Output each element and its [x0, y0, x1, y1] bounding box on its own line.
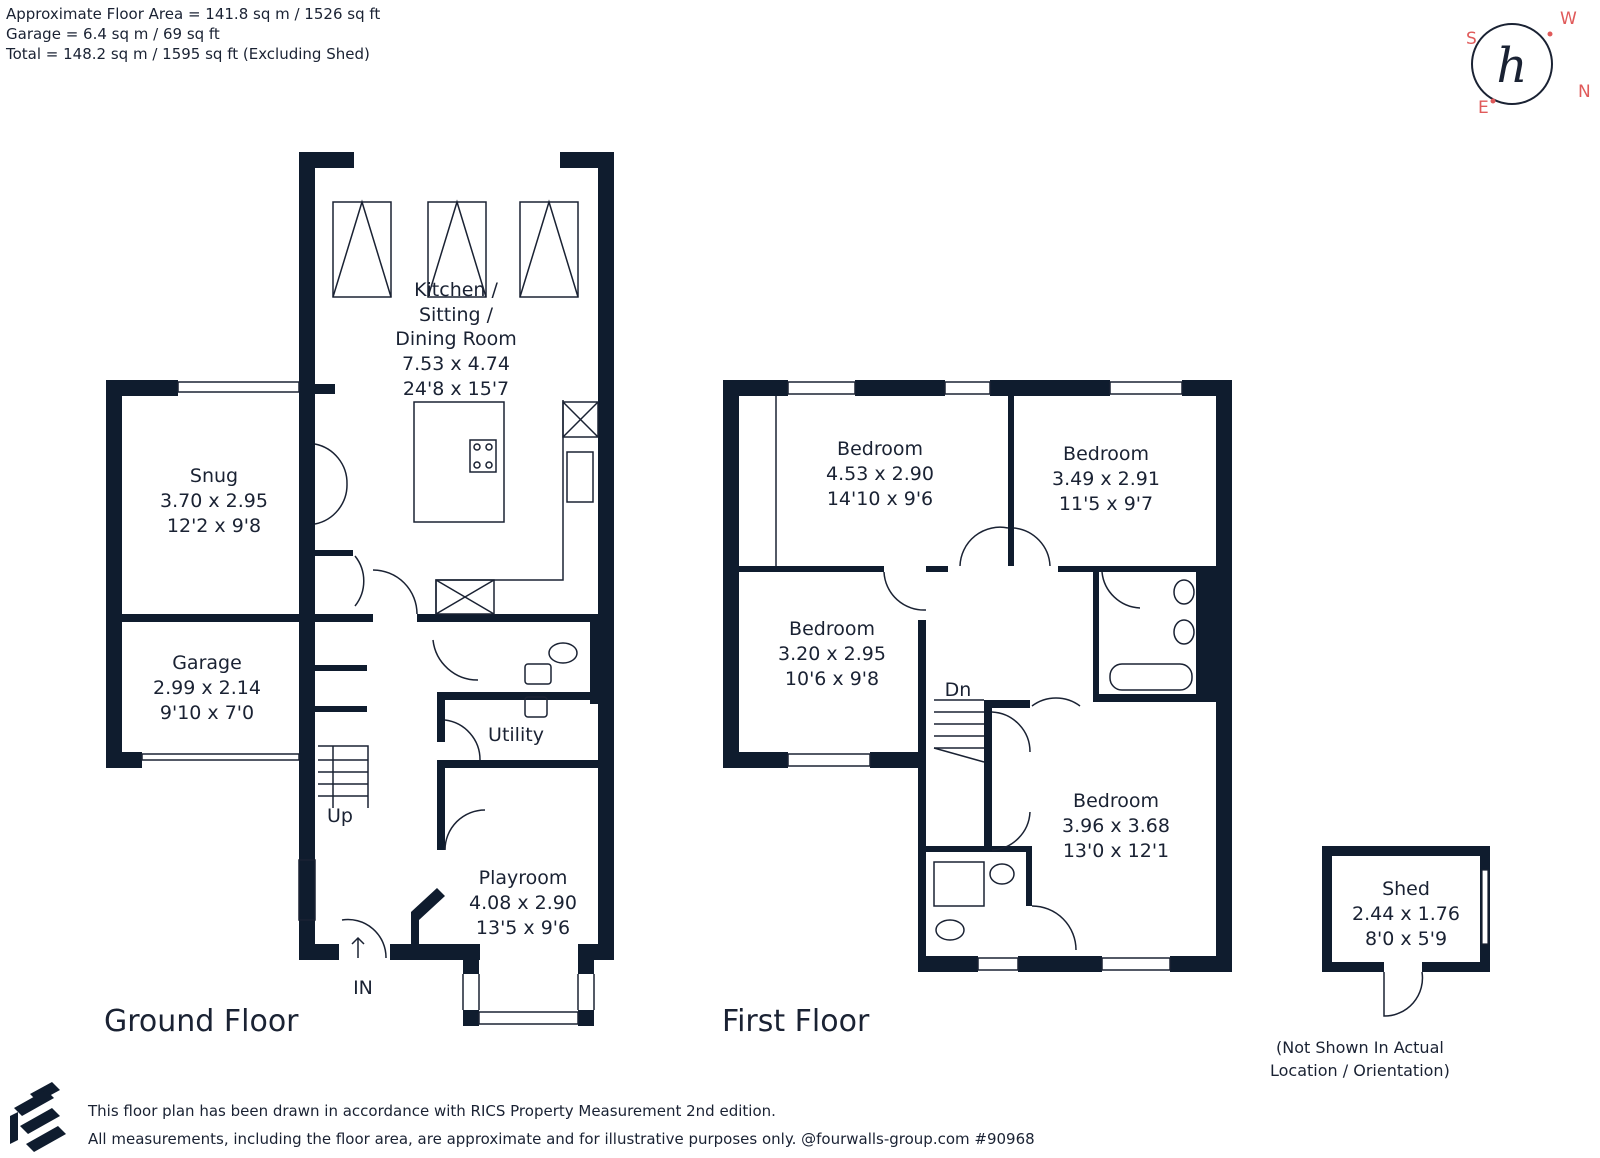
svg-text:9'10 x 7'0: 9'10 x 7'0 — [160, 702, 254, 724]
compass-south: S — [1466, 29, 1477, 49]
first-floor-fixtures — [775, 381, 1195, 971]
svg-text:Bedroom: Bedroom — [789, 618, 875, 640]
ground-floor-title: Ground Floor — [104, 1004, 299, 1039]
svg-text:Sitting /: Sitting / — [419, 304, 494, 326]
bedroom-3-label: Bedroom 3.20 x 2.95 10'6 x 9'8 — [778, 618, 886, 690]
garage-area-text: Garage = 6.4 sq m / 69 sq ft — [6, 25, 220, 43]
svg-text:7.53 x 4.74: 7.53 x 4.74 — [402, 353, 510, 375]
utility-label: Utility — [488, 724, 544, 746]
svg-text:Bedroom: Bedroom — [1073, 790, 1159, 812]
floor-area-summary: Approximate Floor Area = 141.8 sq m / 15… — [6, 4, 380, 64]
footer-disclaimer: All measurements, including the floor ar… — [88, 1130, 1035, 1148]
entrance-label: IN — [353, 977, 373, 999]
snug-label: Snug 3.70 x 2.95 12'2 x 9'8 — [160, 465, 268, 537]
svg-text:Bedroom: Bedroom — [1063, 443, 1149, 465]
svg-text:3.20 x 2.95: 3.20 x 2.95 — [778, 643, 886, 665]
ground-floor-walls — [106, 152, 614, 1026]
shed-note-line-2: Location / Orientation) — [1270, 1061, 1450, 1080]
svg-text:3.70 x 2.95: 3.70 x 2.95 — [160, 490, 268, 512]
svg-text:Garage: Garage — [172, 652, 242, 674]
compass-east: E — [1478, 98, 1489, 118]
shed-label: Shed 2.44 x 1.76 8'0 x 5'9 — [1352, 878, 1460, 950]
bedroom-2-label: Bedroom 3.49 x 2.91 11'5 x 9'7 — [1052, 443, 1160, 515]
svg-text:10'6 x 9'8: 10'6 x 9'8 — [785, 668, 879, 690]
svg-text:3.49 x 2.91: 3.49 x 2.91 — [1052, 468, 1160, 490]
svg-text:12'2 x 9'8: 12'2 x 9'8 — [167, 515, 261, 537]
playroom-label: Playroom 4.08 x 2.90 13'5 x 9'6 — [469, 867, 577, 939]
svg-text:11'5 x 9'7: 11'5 x 9'7 — [1059, 493, 1153, 515]
logo-letter: h — [1497, 38, 1528, 94]
svg-text:14'10 x 9'6: 14'10 x 9'6 — [827, 488, 933, 510]
stairs-down-label: Dn — [945, 679, 972, 701]
compass-logo: h S W E N — [1466, 9, 1591, 118]
shed-note: (Not Shown In Actual Location / Orientat… — [1270, 1036, 1450, 1082]
compass-north: N — [1578, 82, 1591, 102]
svg-text:8'0 x 5'9: 8'0 x 5'9 — [1365, 928, 1447, 950]
svg-text:2.44 x 1.76: 2.44 x 1.76 — [1352, 903, 1460, 925]
first-floor-title: First Floor — [722, 1004, 870, 1039]
kitchen-label: Kitchen / Sitting / Dining Room 7.53 x 4… — [395, 279, 516, 400]
fourwalls-logo — [10, 1082, 66, 1152]
footer-rics-note: This floor plan has been drawn in accord… — [88, 1102, 776, 1120]
svg-text:Dining Room: Dining Room — [395, 328, 516, 350]
shed-walls — [1322, 846, 1490, 1017]
svg-text:Playroom: Playroom — [479, 867, 568, 889]
shed-note-line-1: (Not Shown In Actual — [1275, 1038, 1444, 1057]
bedroom-1-label: Bedroom 4.53 x 2.90 14'10 x 9'6 — [826, 438, 934, 510]
ground-floor-windows — [141, 199, 599, 1025]
svg-text:13'5 x 9'6: 13'5 x 9'6 — [476, 917, 570, 939]
svg-text:4.53 x 2.90: 4.53 x 2.90 — [826, 463, 934, 485]
svg-text:Shed: Shed — [1382, 878, 1430, 900]
bedroom-4-label: Bedroom 3.96 x 3.68 13'0 x 12'1 — [1062, 790, 1170, 862]
svg-text:Snug: Snug — [190, 465, 238, 487]
compass-west: W — [1560, 9, 1577, 29]
svg-text:2.99 x 2.14: 2.99 x 2.14 — [153, 677, 261, 699]
svg-text:Kitchen /: Kitchen / — [414, 279, 498, 301]
stairs-up-label: Up — [327, 805, 353, 827]
svg-text:3.96 x 3.68: 3.96 x 3.68 — [1062, 815, 1170, 837]
approx-floor-area-text: Approximate Floor Area = 141.8 sq m / 15… — [6, 5, 381, 23]
total-area-text: Total = 148.2 sq m / 1595 sq ft (Excludi… — [6, 45, 370, 63]
svg-text:24'8 x 15'7: 24'8 x 15'7 — [403, 378, 509, 400]
garage-label: Garage 2.99 x 2.14 9'10 x 7'0 — [153, 652, 261, 724]
first-floor-walls — [723, 380, 1232, 972]
svg-text:13'0 x 12'1: 13'0 x 12'1 — [1063, 840, 1169, 862]
svg-text:Bedroom: Bedroom — [837, 438, 923, 460]
svg-text:4.08 x 2.90: 4.08 x 2.90 — [469, 892, 577, 914]
